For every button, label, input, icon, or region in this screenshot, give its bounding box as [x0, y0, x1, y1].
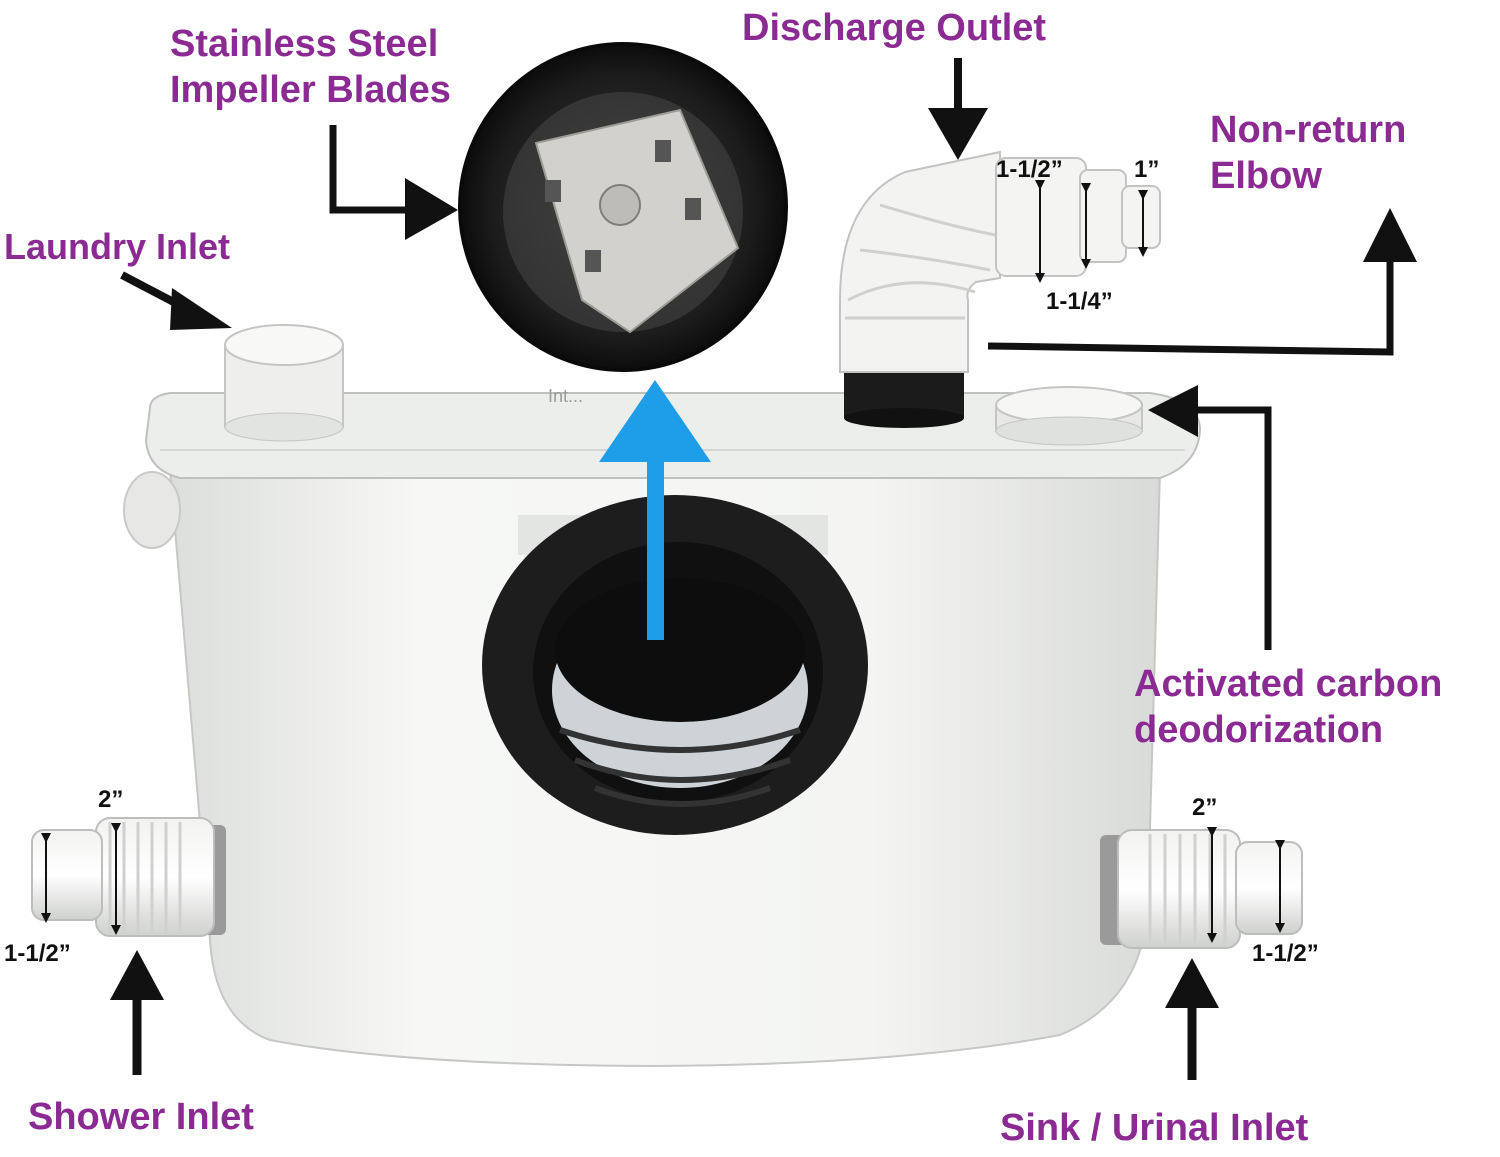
carbon-label-line1: Activated carbon	[1134, 663, 1443, 705]
toilet-inlet	[482, 495, 868, 835]
dimension-markers	[41, 180, 1285, 943]
carbon-pointer-arrow	[1195, 406, 1272, 650]
impeller-label-line1: Stainless Steel	[170, 23, 439, 65]
laundry-label: Laundry Inlet	[4, 226, 231, 267]
side-knob	[123, 471, 181, 549]
carbon-label: Activated carbon deodorization	[1134, 662, 1442, 753]
impeller-label: Stainless Steel Impeller Blades	[170, 22, 451, 113]
laundry-inlet-port	[224, 324, 344, 442]
elbow-label: Non-return Elbow	[1210, 108, 1406, 199]
pump-unit: Int...	[31, 150, 1303, 1068]
sink-small-dim: 1-1/2”	[1252, 940, 1319, 967]
carbon-label-line2: deodorization	[1134, 708, 1384, 751]
carbon-filter-cap	[995, 386, 1143, 446]
outlet-small-dim: 1”	[1134, 156, 1160, 183]
outlet-mid-dim: 1-1/4”	[1046, 288, 1113, 315]
impeller-label-line2: Impeller Blades	[170, 68, 451, 111]
shower-large-dim: 2”	[98, 786, 124, 813]
brand-marking: Int...	[548, 386, 583, 406]
shower-label: Shower Inlet	[28, 1096, 254, 1138]
sink-label: Sink / Urinal Inlet	[1000, 1107, 1309, 1149]
impeller-blade	[534, 108, 740, 334]
shower-inlet-pipe	[31, 817, 226, 937]
pointer-arrows	[110, 58, 1417, 1080]
discharge-label: Discharge Outlet	[742, 7, 1047, 49]
impeller-pointer-arrow	[329, 125, 410, 214]
elbow-label-line1: Non-return	[1210, 109, 1407, 151]
shower-small-dim: 1-1/2”	[4, 940, 71, 967]
elbow-pointer-arrow	[987, 255, 1394, 356]
sink-inlet-pipe	[1100, 829, 1303, 949]
blue-arrow	[599, 380, 711, 640]
impeller-disc	[458, 42, 788, 372]
discharge-collar	[844, 372, 964, 428]
elbow-label-line2: Elbow	[1210, 154, 1322, 197]
non-return-elbow	[839, 150, 1161, 373]
outlet-large-dim: 1-1/2”	[996, 156, 1063, 183]
sink-large-dim: 2”	[1192, 794, 1218, 821]
